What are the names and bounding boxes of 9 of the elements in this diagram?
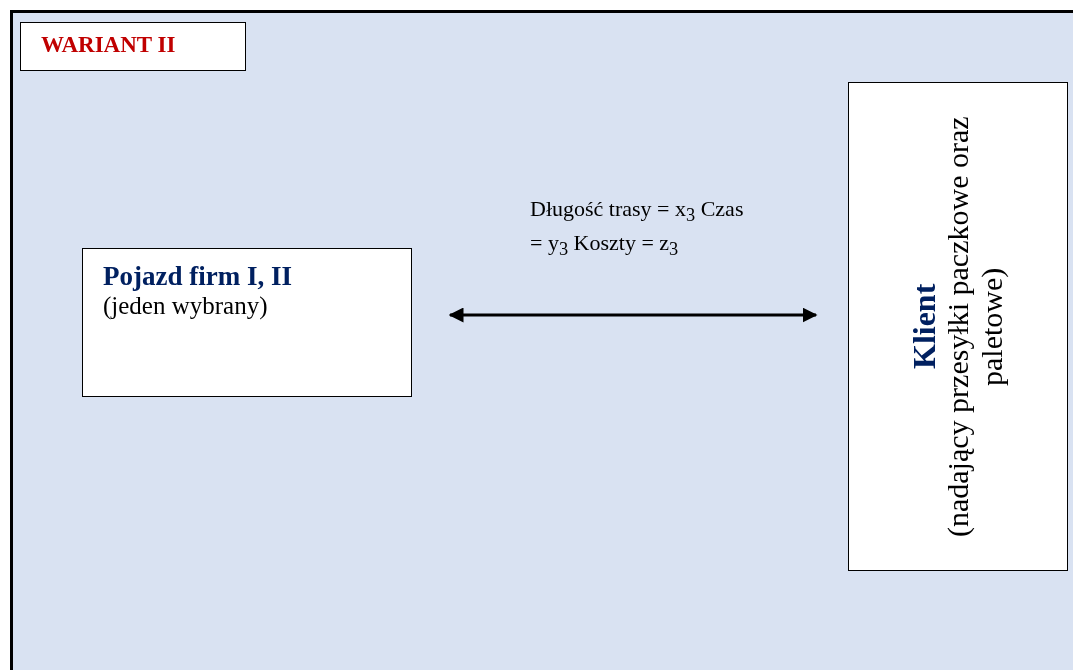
- process-box: [82, 248, 412, 397]
- edge-label: Długość trasy = x$_{3}$ Czas = y$_{3}$ Koszty = z$_{3}$: [530, 195, 745, 262]
- node-title: Pojazd firm I, II: [103, 261, 293, 292]
- node-text: (nadający przesyłki paczkowe oraz paletowe): [941, 115, 1009, 539]
- node-title: WARIANT II: [41, 32, 177, 58]
- title-box: [20, 22, 246, 71]
- process-box: [848, 82, 1068, 571]
- node-title: Klient: [907, 283, 941, 370]
- node-text: (jeden wybrany): [103, 292, 269, 320]
